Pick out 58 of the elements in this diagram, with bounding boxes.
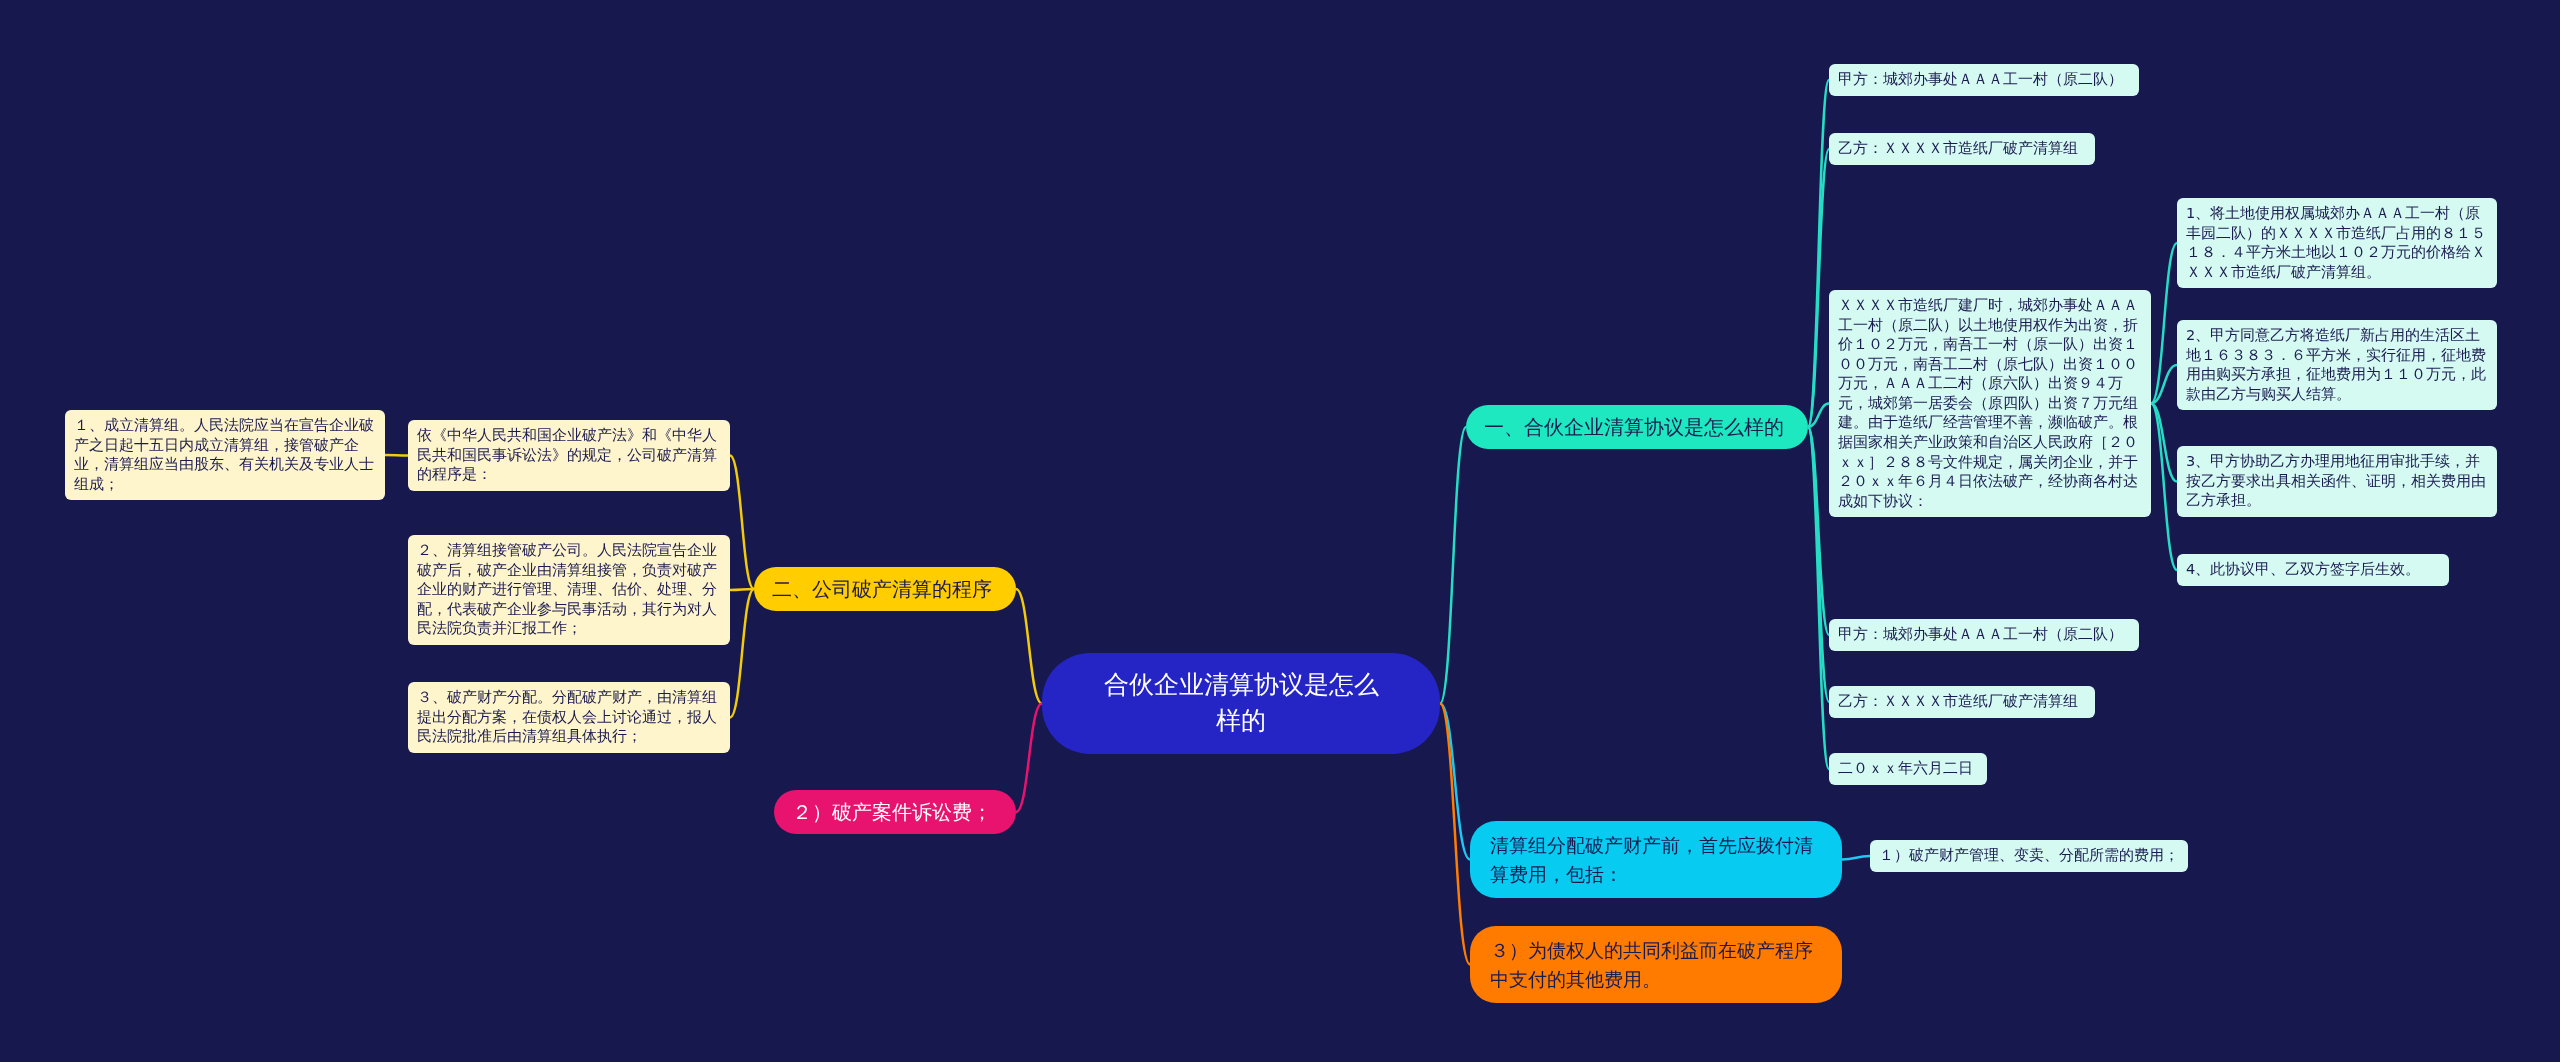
topic-text: １）破产财产管理、变卖、分配所需的费用； bbox=[1879, 846, 2179, 865]
connector-line bbox=[2150, 242, 2178, 405]
topic-text: 1、将土地使用权属城郊办ＡＡＡ工一村（原丰园二队）的ＸＸＸＸ市造纸厂占用的８１５１８．４平方米土地以１０２万元的价格给ＸＸＸＸ市造纸厂破产清算组。 bbox=[2186, 204, 2487, 282]
topic-box bbox=[1829, 133, 2095, 165]
connector-line bbox=[1806, 148, 1831, 428]
connector-line bbox=[1807, 402, 1830, 429]
topic-text: 2、甲方同意乙方将造纸厂新占用的生活区土地１６３８３．６平方米，实行征用，征地费用由购买方承担，征地费用为１１０万元，此款由乙方与购买人结算。 bbox=[2186, 326, 2487, 404]
connector-line bbox=[385, 453, 408, 457]
topic-text: 甲方：城郊办事处ＡＡＡ工一村（原二队） bbox=[1838, 70, 2124, 89]
topic-box bbox=[65, 410, 385, 501]
connector-line bbox=[1015, 702, 1043, 813]
topic-text: 乙方：ＸＸＸＸ市造纸厂破产清算组 bbox=[1838, 692, 2079, 711]
topic-box bbox=[1870, 840, 2188, 872]
topic-box bbox=[1829, 753, 1987, 785]
topic-box bbox=[408, 420, 730, 491]
topic-text: 合伙企业清算协议是怎么样的 bbox=[1102, 669, 1380, 738]
connector-line bbox=[1806, 79, 1831, 428]
topic-box bbox=[2177, 198, 2497, 289]
branch-topic bbox=[774, 790, 1016, 834]
topic-text: 二、公司破产清算的程序 bbox=[772, 576, 993, 603]
topic-box bbox=[2177, 554, 2449, 586]
connector-line bbox=[730, 587, 754, 592]
topic-box bbox=[1829, 686, 2095, 718]
topic-text: 一、合伙企业清算协议是怎么样的 bbox=[1484, 414, 1785, 441]
topic-text: 乙方：ＸＸＸＸ市造纸厂破产清算组 bbox=[1838, 139, 2079, 158]
branch-topic bbox=[1470, 821, 1842, 898]
topic-box bbox=[2177, 446, 2497, 517]
connector-line bbox=[1438, 702, 1472, 966]
branch-topic bbox=[754, 567, 1016, 611]
topic-box bbox=[1829, 64, 2139, 96]
connector-line bbox=[1015, 588, 1043, 705]
branch-topic bbox=[1470, 926, 1842, 1003]
topic-text: ＸＸＸＸ市造纸厂建厂时，城郊办事处ＡＡＡ工一村（原二队）以土地使用权作为出资，折价１０２万元，南吾工一村（原一队）出资１００万元，南吾工二村（原七队）出资１００万元，ＡＡＡ工二村（原六队）出资９４万元，城郊第一居委会（原四队）出资７万元组建。由于造纸厂经营管理不善，濒临破产。根据国家相关产业政策和自治区人民政府［２０ｘｘ］２８８号文件规定，属关闭企业，并于２０ｘｘ年６月４日依法破产，经协商各村达成如下协议： bbox=[1838, 296, 2139, 511]
connector-line bbox=[729, 454, 755, 590]
topic-text: 清算组分配破产财产前，首先应拨付清算费用，包括： bbox=[1490, 833, 1814, 887]
branch-topic bbox=[1466, 405, 1808, 449]
connector-line bbox=[1439, 702, 1471, 861]
topic-text: ２）破产案件诉讼费； bbox=[792, 799, 993, 826]
topic-text: 二０ｘｘ年六月二日 bbox=[1838, 759, 1974, 778]
connector-line bbox=[2150, 402, 2178, 483]
topic-text: 4、此协议甲、乙双方签字后生效。 bbox=[2186, 560, 2422, 579]
topic-text: ３）为债权人的共同利益而在破产程序中支付的其他费用。 bbox=[1490, 938, 1814, 992]
topic-box bbox=[408, 682, 730, 753]
topic-text: ２、清算组接管破产公司。人民法院宣告企业破产后，破产企业由清算组接管，负责对破产企业的财产进行管理、清理、估价、处理、分配，代表破产企业参与民事活动，其行为对人民法院负责并汇报工作； bbox=[417, 541, 718, 639]
connector-line bbox=[2150, 363, 2178, 405]
topic-text: １、成立清算组。人民法院应当在宣告企业破产之日起十五日内成立清算组，接管破产企业，清算组应当由股东、有关机关及专业人士组成； bbox=[74, 416, 375, 494]
connector-line bbox=[729, 588, 755, 719]
connector-line bbox=[1841, 854, 1871, 861]
topic-box bbox=[408, 535, 730, 645]
connector-line bbox=[1438, 426, 1468, 705]
topic-text: 3、甲方协助乙方办理用地征用审批手续，并按乙方要求出具相关函件、证明，相关费用由乙方承担。 bbox=[2186, 452, 2487, 511]
topic-text: ３、破产财产分配。分配破产财产，由清算组提出分配方案，在债权人会上讨论通过，报人民法院批准后由清算组具体执行； bbox=[417, 688, 718, 747]
connector-line bbox=[2150, 402, 2178, 571]
topic-text: 甲方：城郊办事处ＡＡＡ工一村（原二队） bbox=[1838, 625, 2124, 644]
connector-line bbox=[1806, 426, 1831, 770]
topic-box bbox=[2177, 320, 2497, 411]
topic-text: 依《中华人民共和国企业破产法》和《中华人民共和国民事诉讼法》的规定，公司破产清算的程序是： bbox=[417, 426, 718, 485]
topic-box bbox=[1829, 619, 2139, 651]
